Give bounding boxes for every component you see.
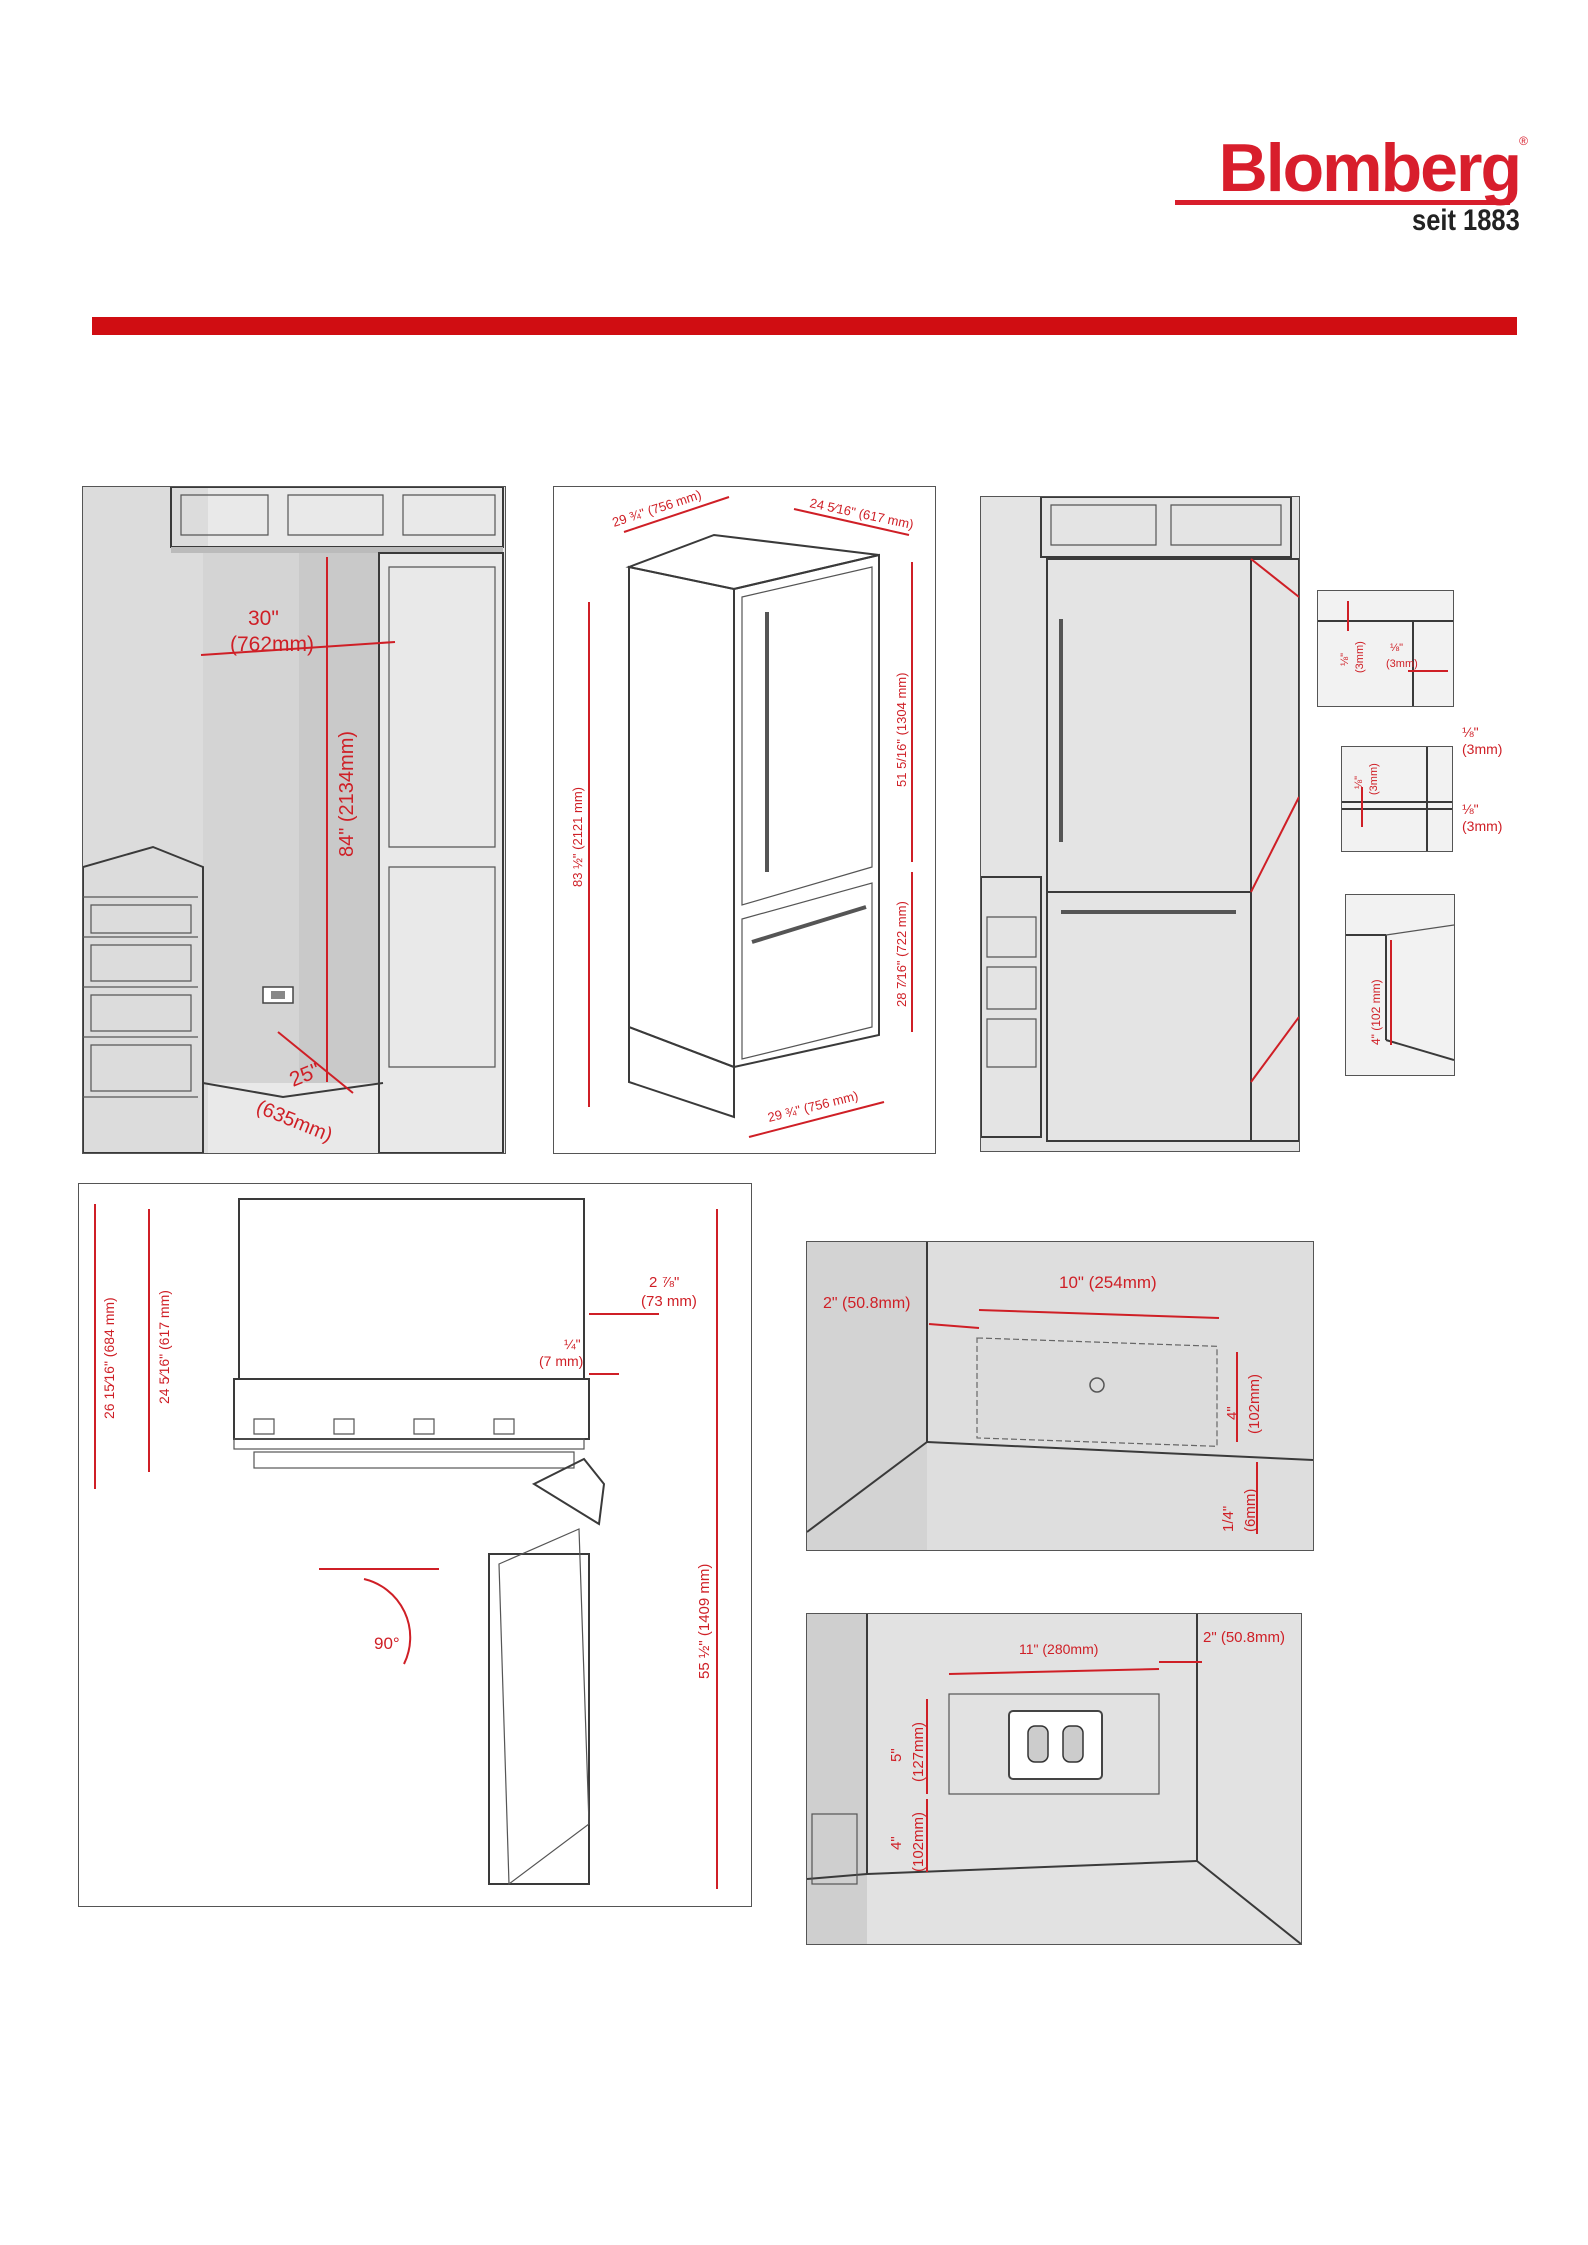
gap-detail-bottom-drawing: 4" (102 mm) [1346, 924, 1454, 1061]
vent-cutout-panel: 10" (254mm) 2" (50.8mm) 4" (102mm) 1/4" … [806, 1241, 1314, 1551]
appliance-top-width-label: 29 ¾" (756 mm) [610, 487, 703, 530]
door-swing-plan-panel: 26 15⁄16" (684 mm) 24 5⁄16" (617 mm) 2 ⅞… [78, 1183, 752, 1907]
plan-depth-inner-label: 24 5⁄16" (617 mm) [156, 1290, 172, 1404]
outlet-location-drawing: 11" (280mm) 2" (50.8mm) 5" (127mm) 4" (1… [807, 1614, 1301, 1944]
appliance-bottom-width-label: 29 ¾" (756 mm) [766, 1088, 860, 1125]
vent-cutout-drawing: 10" (254mm) 2" (50.8mm) 4" (102mm) 1/4" … [807, 1242, 1313, 1550]
gap-top-a-label: ⅛" [1339, 653, 1351, 666]
gap-middle-b-mm-label: (3mm) [1462, 741, 1503, 757]
installed-view-drawing [981, 497, 1299, 1151]
cutout-floor-label: 1/4" [1220, 1506, 1237, 1532]
outlet-side-label: 2" (50.8mm) [1203, 1629, 1285, 1646]
gap-middle-c-label: ⅛" [1462, 801, 1479, 817]
cutout-height-label: 4" [1224, 1406, 1241, 1420]
outlet-height-mm-label: (127mm) [910, 1722, 927, 1782]
gap-detail-middle: ⅛" (3mm) [1341, 746, 1453, 852]
gap-bottom-label: 4" (102 mm) [1369, 979, 1383, 1045]
door-swing-plan-drawing: 26 15⁄16" (684 mm) 24 5⁄16" (617 mm) 2 ⅞… [94, 1198, 718, 1889]
gap-top-b-mm-label: (3mm) [1386, 658, 1418, 670]
installed-view-panel [980, 496, 1300, 1152]
niche-dimensions-panel: 30" (762mm) 84" (2134mm) 25" (635mm) [82, 486, 506, 1154]
gap-top-b-label: ⅛" [1390, 642, 1403, 654]
appliance-lower-door-label: 28 7⁄16" (722 mm) [894, 901, 909, 1007]
gap-middle-a-label: ⅛" [1353, 776, 1365, 789]
niche-width-mm-label: (762mm) [230, 633, 314, 656]
brand-registered-mark: ® [1519, 134, 1528, 148]
outlet-location-panel: 11" (280mm) 2" (50.8mm) 5" (127mm) 4" (1… [806, 1613, 1302, 1945]
brand-tagline: seit 1883 [1412, 204, 1520, 237]
appliance-upper-door-label: 51 5/16" (1304 mm) [894, 673, 909, 787]
outlet-floor-mm-label: (102mm) [910, 1812, 927, 1872]
outlet-width-label: 11" (280mm) [1019, 1641, 1098, 1657]
cutout-width-label: 10" (254mm) [1059, 1273, 1157, 1292]
gap-detail-bottom: 4" (102 mm) [1345, 894, 1455, 1076]
plan-angle-label: 90° [374, 1634, 400, 1653]
plan-offset-a-mm-label: (73 mm) [641, 1293, 697, 1310]
plan-offset-b-mm-label: (7 mm) [539, 1353, 583, 1369]
appliance-drawing: 29 ¾" (756 mm) 24 5⁄16" (617 mm) 51 5/16… [570, 487, 915, 1138]
cutout-side-label: 2" (50.8mm) [823, 1295, 910, 1312]
gap-middle-b-label: ⅛" [1462, 724, 1479, 740]
gap-detail-middle-drawing: ⅛" (3mm) [1342, 747, 1452, 851]
outlet-height-label: 5" [888, 1748, 905, 1762]
gap-detail-top: ⅛" (3mm) ⅛" (3mm) [1317, 590, 1454, 707]
niche-drawing: 30" (762mm) 84" (2134mm) 25" (635mm) [83, 487, 505, 1153]
niche-width-label: 30" [248, 607, 279, 630]
plan-offset-a-label: 2 ⅞" [649, 1274, 679, 1291]
cutout-height-mm-label: (102mm) [1246, 1374, 1263, 1434]
outlet-floor-label: 4" [888, 1836, 905, 1850]
plan-swing-label: 55 ½" (1409 mm) [696, 1564, 713, 1679]
cutout-floor-mm-label: (6mm) [1242, 1489, 1259, 1532]
gap-middle-c-labels: ⅛" (3mm) [1462, 801, 1502, 835]
niche-height-label: 84" (2134mm) [336, 731, 358, 857]
plan-offset-b-label: ¼" [564, 1336, 581, 1352]
header-divider-bar [92, 317, 1517, 335]
appliance-top-depth-label: 24 5⁄16" (617 mm) [808, 495, 915, 532]
brand-underline [1175, 200, 1510, 205]
gap-top-a-mm-label: (3mm) [1354, 641, 1366, 673]
gap-detail-top-drawing: ⅛" (3mm) ⅛" (3mm) [1318, 601, 1453, 706]
plan-depth-outer-label: 26 15⁄16" (684 mm) [101, 1297, 117, 1419]
brand-name: Blomberg [1218, 130, 1522, 206]
gap-middle-a-mm-label: (3mm) [1368, 763, 1380, 795]
gap-middle-c-mm-label: (3mm) [1462, 818, 1503, 834]
brand-logo: Blomberg ® seit 1883 [1170, 130, 1528, 242]
appliance-total-height-label: 83 ½" (2121 mm) [570, 787, 585, 887]
gap-middle-b-labels: ⅛" (3mm) [1462, 724, 1502, 758]
appliance-dimensions-panel: 29 ¾" (756 mm) 24 5⁄16" (617 mm) 51 5/16… [553, 486, 936, 1154]
